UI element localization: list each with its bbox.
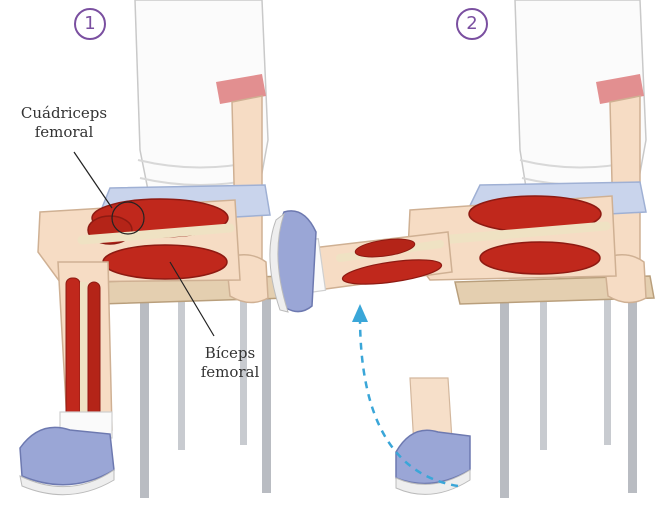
step-1-number: 1 bbox=[84, 13, 95, 34]
step-number-circle: 2 bbox=[456, 8, 488, 40]
chair-1 bbox=[95, 276, 288, 498]
leader-line-quadriceps bbox=[74, 152, 112, 208]
biceps-label-line2: femoral bbox=[188, 363, 272, 382]
step-2-number: 2 bbox=[466, 13, 477, 34]
biceps-femoris-muscle bbox=[480, 242, 600, 274]
biceps-label-line1: Bíceps bbox=[188, 344, 272, 363]
chair-leg bbox=[540, 300, 547, 450]
quadriceps-label: Cuádriceps femoral bbox=[14, 104, 114, 142]
biceps-label: Bíceps femoral bbox=[188, 344, 272, 382]
panel-1-figure bbox=[20, 0, 288, 498]
chair-leg bbox=[628, 298, 637, 493]
panel-2-figure bbox=[270, 0, 654, 498]
chair-leg bbox=[140, 298, 149, 498]
step-number-circle: 1 bbox=[74, 8, 106, 40]
resting-shoe bbox=[396, 430, 470, 483]
calf-muscle bbox=[66, 278, 80, 423]
chair-leg bbox=[500, 298, 509, 498]
chair-leg bbox=[178, 300, 185, 450]
motion-arrow-head bbox=[352, 304, 368, 322]
chair-leg bbox=[604, 300, 611, 445]
biceps-femoris-muscle bbox=[103, 245, 227, 279]
shoe bbox=[20, 427, 114, 484]
quadriceps-label-line1: Cuádriceps bbox=[14, 104, 114, 123]
quadriceps-label-line2: femoral bbox=[14, 123, 114, 142]
chair-leg bbox=[262, 298, 271, 493]
chair-2 bbox=[455, 276, 654, 498]
